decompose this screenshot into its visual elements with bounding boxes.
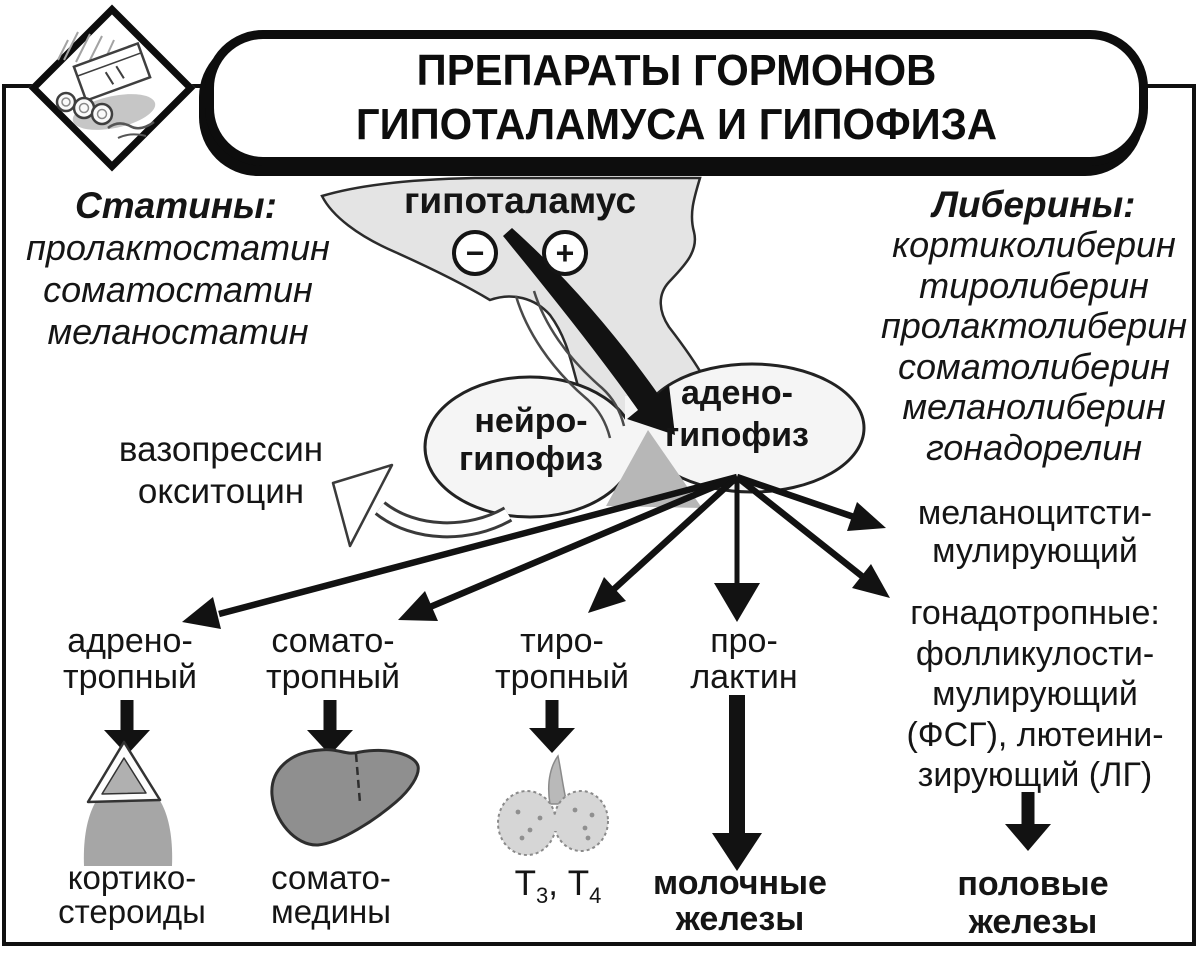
- corticosteroids-label: кортико- стероиды: [58, 859, 206, 930]
- posterior-hormones-label: вазопрессин окситоцин: [118, 430, 324, 511]
- somatotropic-label: сомато- тропный: [265, 622, 401, 696]
- title-line-1: ПРЕПАРАТЫ ГОРМОНОВ: [416, 46, 937, 96]
- adeno-arrow-fan: [182, 473, 890, 629]
- inhibition-minus-badge: −: [452, 230, 498, 276]
- gonads-label: половые железы: [957, 865, 1109, 941]
- pituitary-stalk-lines: [514, 290, 626, 439]
- hypothalamus-label: гипоталамус: [403, 180, 637, 221]
- diagram-title: ПРЕПАРАТЫ ГОРМОНОВ ГИПОТАЛАМУСА И ГИПОФИ…: [205, 30, 1148, 166]
- somatomedins-label: сомато- медины: [271, 859, 391, 930]
- gonadotropins-label: гонадотропные: фолликулости- мулирующий …: [906, 594, 1164, 794]
- thyroid-hormones-label: Т3, Т4: [514, 864, 602, 908]
- thyroid-gland-icon: [497, 754, 609, 856]
- statins-heading: Статины:: [75, 185, 277, 226]
- liberins-list: кортиколиберин тиролиберин пролактолибер…: [880, 224, 1188, 468]
- prolactin-long-arrow: [729, 695, 745, 835]
- thyrotropic-label: тиро- тропный: [494, 622, 630, 696]
- pills-and-medicine-box-icon: [55, 31, 156, 139]
- posterior-hormones-arrow: [331, 463, 513, 548]
- statins-list: пролактостатин соматостатин меланостатин: [26, 227, 330, 353]
- prolactin-label: про- лактин: [690, 622, 798, 696]
- pituitary-shape: [423, 362, 866, 519]
- plus-sign: +: [555, 235, 575, 271]
- mammary-glands-label: молочные железы: [653, 864, 827, 938]
- liberin-item: гонадорелин: [925, 426, 1143, 468]
- adrenocorticotropic-label: адрено- тропный: [62, 622, 198, 696]
- adenohypophysis-label: адено- гипофиз: [665, 374, 809, 454]
- melanocyte-stimulating-label: меланоцитсти- мулирующий: [917, 494, 1153, 570]
- target-block-arrows: [104, 695, 1051, 871]
- stimulation-plus-badge: +: [542, 230, 588, 276]
- statin-item: пролактостатин: [26, 227, 330, 268]
- minus-sign: −: [465, 235, 485, 271]
- liberin-item: тиролиберин: [919, 264, 1149, 306]
- adrenal-gland-icon: [83, 740, 173, 866]
- liberin-item: пролактолиберин: [880, 305, 1188, 346]
- hypothalamus-to-adeno-arrow: [503, 228, 675, 435]
- title-line-2: ГИПОТАЛАМУСА И ГИПОФИЗА: [355, 100, 998, 149]
- statin-item: меланостатин: [47, 311, 309, 352]
- liberin-item: кортиколиберин: [892, 224, 1176, 265]
- liberins-heading: Либерины:: [932, 184, 1136, 225]
- liver-icon: [270, 748, 420, 847]
- neurohypophysis-label: нейро- гипофиз: [459, 402, 603, 478]
- liberin-item: меланолиберин: [902, 386, 1166, 427]
- intermediate-lobe-shape: [606, 430, 702, 508]
- liberin-item: соматолиберин: [898, 345, 1170, 387]
- statin-item: соматостатин: [43, 269, 313, 310]
